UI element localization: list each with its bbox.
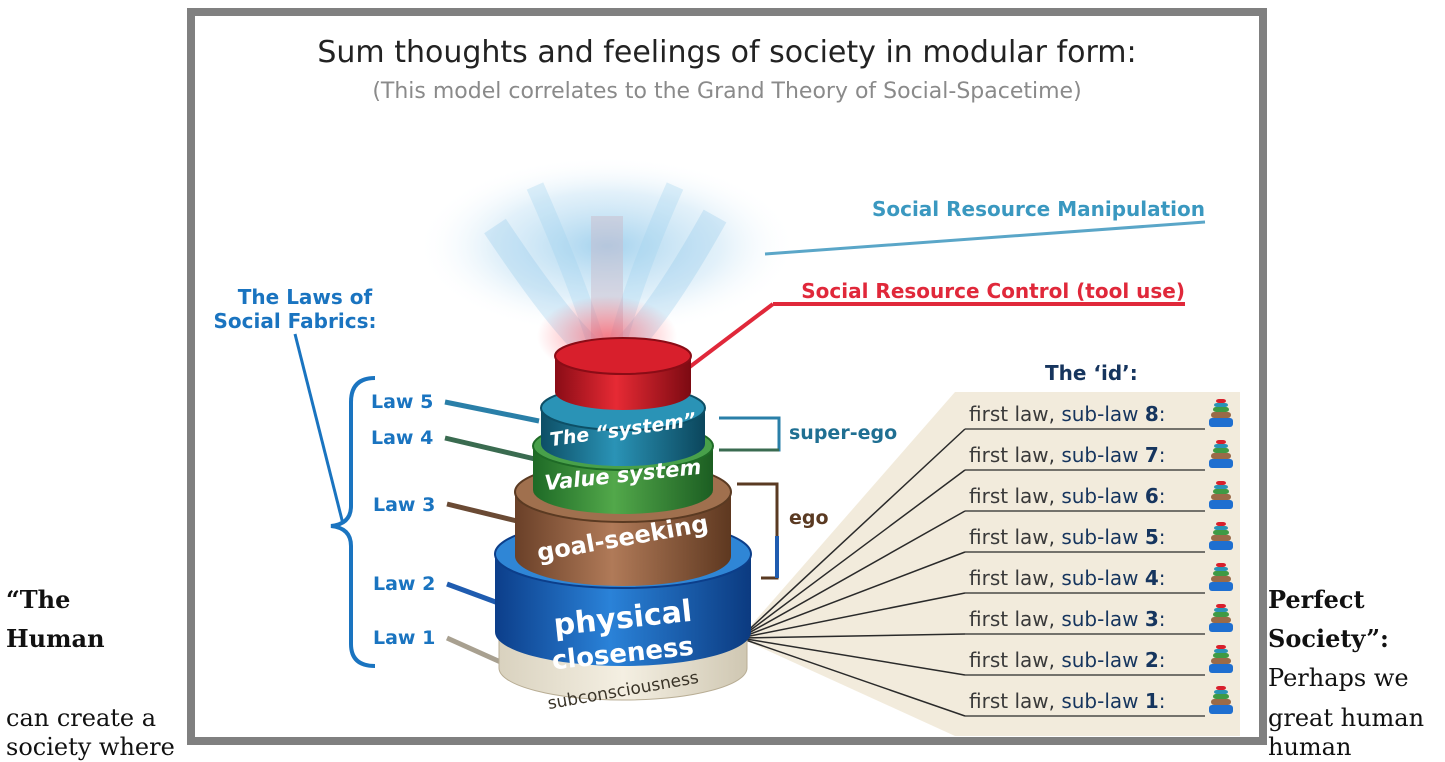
right-text-great-human: great human: [1268, 704, 1425, 732]
sublaw-prefix: first law,: [969, 566, 1061, 590]
society-model-figure: Sum thoughts and feelings of society in …: [187, 8, 1267, 745]
mini-stack-icon: [1209, 686, 1233, 714]
law-3-label: Law 3: [373, 494, 435, 516]
sublaw-prefix: first law,: [969, 525, 1061, 549]
sublaw-link: sub-law: [1061, 443, 1145, 467]
sublaw-connector: [739, 551, 966, 639]
sublaw-link: sub-law: [1061, 402, 1145, 426]
sublaw-connector: [739, 637, 966, 676]
sublaw-link: sub-law: [1061, 607, 1145, 631]
sublaw-number: 1: [1145, 689, 1159, 713]
society-stack: [494, 337, 752, 701]
sublaw-number: 6: [1145, 484, 1159, 508]
sublaw-colon: :: [1159, 484, 1166, 508]
sublaw-colon: :: [1159, 566, 1166, 590]
left-text-society-where: society where: [6, 733, 175, 761]
sublaw-prefix: first law,: [969, 484, 1061, 508]
sublaw-prefix: first law,: [969, 402, 1061, 426]
right-text-society: Society”:: [1268, 624, 1389, 653]
sublaw-number: 7: [1145, 443, 1159, 467]
diagram-title: Sum thoughts and feelings of society in …: [317, 35, 1136, 70]
sublaw-prefix: first law,: [969, 648, 1061, 672]
law-2-label: Law 2: [373, 573, 435, 595]
id-heading: The ‘id’:: [1045, 361, 1138, 385]
sublaw-row-7: first law, sub-law 7:: [969, 443, 1166, 467]
law-5-label: Law 5: [371, 391, 433, 413]
sublaw-connector: [739, 510, 966, 639]
sublaw-row-4: first law, sub-law 4:: [969, 566, 1166, 590]
mini-stack-icon: [1209, 481, 1233, 509]
mini-stack-icon: [1209, 645, 1233, 673]
sublaw-prefix: first law,: [969, 443, 1061, 467]
laws-heading-line1: The Laws of: [238, 285, 373, 309]
laws-brace: [330, 376, 376, 668]
law-1-label: Law 1: [373, 627, 435, 649]
sublaw-connector: [739, 428, 966, 639]
law-3-connector: [446, 501, 518, 524]
sublaw-number: 4: [1145, 566, 1159, 590]
sublaw-link: sub-law: [1061, 648, 1145, 672]
sublaw-row-3: first law, sub-law 3:: [969, 607, 1166, 631]
mini-stack-icon: [1209, 522, 1233, 550]
law-1-connector: [445, 635, 507, 667]
sublaw-colon: :: [1159, 607, 1166, 631]
super-ego-label: super-ego: [789, 422, 897, 444]
sublaw-connector: [739, 633, 966, 639]
mini-stack-icon: [1209, 563, 1233, 591]
sublaw-link: sub-law: [1061, 484, 1145, 508]
law-2-connector: [446, 581, 502, 607]
id-panel: The ‘id’:: [740, 361, 1240, 736]
sublaw-link: sub-law: [1061, 689, 1145, 713]
right-text-perfect: Perfect: [1268, 585, 1365, 614]
law-4-connector: [444, 435, 536, 462]
super-ego-bracket: [719, 416, 781, 452]
sublaw-number: 3: [1145, 607, 1159, 631]
sublaw-number: 8: [1145, 402, 1159, 426]
sublaw-colon: :: [1159, 443, 1166, 467]
law-5-connector: [444, 399, 540, 424]
mini-stack-icon: [1209, 440, 1233, 468]
sublaw-number: 5: [1145, 525, 1159, 549]
right-text-human: human: [1268, 733, 1352, 761]
control-connector-a: [681, 302, 775, 374]
sublaw-row-8: first law, sub-law 8:: [969, 402, 1166, 426]
sublaw-colon: :: [1159, 525, 1166, 549]
laws-heading-connector: [293, 333, 345, 525]
manipulation-connector: [764, 220, 1206, 256]
sublaw-prefix: first law,: [969, 607, 1061, 631]
sublaw-link: sub-law: [1061, 525, 1145, 549]
sublaw-link: sub-law: [1061, 566, 1145, 590]
sublaw-list: first law, sub-law 8:first law, sub-law …: [739, 399, 1233, 717]
sublaw-colon: :: [1159, 689, 1166, 713]
mini-stack-icon: [1209, 604, 1233, 632]
sublaw-row-6: first law, sub-law 6:: [969, 484, 1166, 508]
left-text-the: “The: [6, 585, 71, 614]
left-text-human: Human: [6, 624, 105, 653]
sublaw-prefix: first law,: [969, 689, 1061, 713]
laws-heading-line2: Social Fabrics:: [214, 309, 377, 333]
ego-label: ego: [789, 507, 829, 529]
diagram-subtitle: (This model correlates to the Grand Theo…: [372, 79, 1081, 104]
mini-stack-icon: [1209, 399, 1233, 427]
sublaw-row-5: first law, sub-law 5:: [969, 525, 1166, 549]
sublaw-connector: [739, 592, 966, 639]
sublaw-connector: [739, 637, 966, 717]
sublaw-colon: :: [1159, 648, 1166, 672]
sublaw-number: 2: [1145, 648, 1159, 672]
sublaw-connector: [739, 469, 966, 639]
manipulation-label: Social Resource Manipulation: [872, 197, 1205, 221]
sublaw-row-2: first law, sub-law 2:: [969, 648, 1166, 672]
right-text-perhaps-we: Perhaps we: [1268, 664, 1409, 692]
left-text-can-create: can create a: [6, 704, 157, 732]
sublaw-colon: :: [1159, 402, 1166, 426]
sublaw-row-1: first law, sub-law 1:: [969, 689, 1166, 713]
ego-bracket: [737, 482, 779, 580]
control-label: Social Resource Control (tool use): [801, 279, 1185, 303]
law-4-label: Law 4: [371, 427, 433, 449]
